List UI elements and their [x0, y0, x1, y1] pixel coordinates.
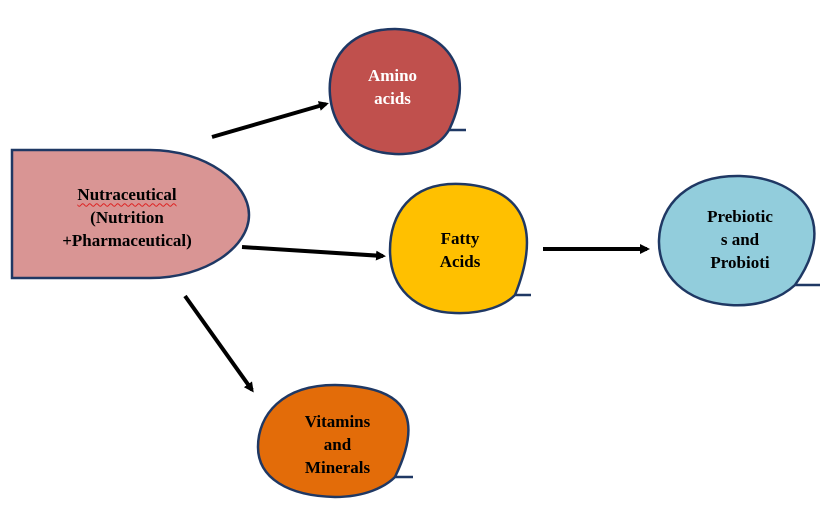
arrow-root-to-amino — [211, 101, 329, 139]
amino-acids-node — [328, 27, 466, 156]
prebiotics-node — [657, 174, 820, 307]
nutraceutical-node — [10, 148, 251, 280]
arrow-root-to-fatty — [241, 245, 386, 261]
arrow-root-to-vitamins — [183, 294, 254, 393]
fatty-acids-node — [388, 182, 531, 315]
vitamins-node — [256, 383, 413, 499]
